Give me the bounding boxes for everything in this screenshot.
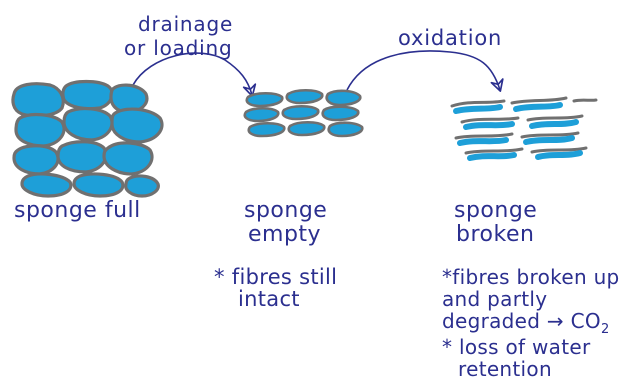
water-fragment — [460, 140, 506, 143]
co2-subscript: 2 — [601, 322, 610, 337]
sponge-empty-caption-line1: sponge — [244, 200, 327, 222]
sponge-cell — [112, 109, 162, 142]
sponge-cell — [14, 146, 58, 174]
sponge-cell — [16, 115, 64, 146]
sponge-broken-note-line3: degraded → CO2 — [442, 310, 620, 336]
water-fragment — [466, 124, 512, 127]
sponge-empty-note-line2: intact — [214, 288, 337, 310]
fibre-fragment — [574, 100, 596, 101]
sponge-cell — [58, 142, 106, 172]
oxidation-arrow — [347, 51, 500, 90]
sponge-broken-note-line2: and partly — [442, 288, 620, 310]
sponge-broken-note-line1: *fibres broken up — [442, 266, 620, 288]
drainage-label-line2: or loading — [124, 38, 233, 58]
sponge-broken-note: *fibres broken up and partly degraded → … — [442, 266, 620, 380]
sponge-broken-caption-line2: broken — [456, 224, 534, 246]
sponge-cell — [245, 108, 279, 121]
sponge-cell — [74, 174, 123, 196]
water-fragment — [470, 155, 514, 158]
sponge-empty-note: * fibres still intact — [214, 266, 337, 310]
fibre-fragment — [512, 98, 566, 103]
sponge-broken-caption-line1: sponge — [454, 200, 537, 222]
water-fragment — [538, 153, 580, 157]
sponge-cell — [63, 82, 112, 109]
oxidation-label: oxidation — [398, 28, 502, 49]
sponge-cell — [249, 123, 285, 136]
sponge-empty-caption-line2: empty — [248, 224, 321, 246]
sponge-empty — [245, 90, 363, 136]
sponge-cell — [104, 143, 152, 174]
water-fragment — [456, 107, 500, 111]
water-fragment — [516, 105, 560, 109]
sponge-broken-note-line4: * loss of water — [442, 336, 620, 358]
drainage-label-line1: drainage — [138, 14, 233, 34]
sponge-cell — [64, 109, 112, 140]
sponge-cell — [287, 90, 323, 103]
sponge-cell — [247, 93, 283, 106]
sponge-cell — [323, 107, 359, 120]
sponge-empty-note-line1: * fibres still — [214, 266, 337, 288]
sponge-cell — [327, 91, 361, 105]
sponge-cell — [329, 123, 363, 136]
fibre-fragment — [528, 116, 582, 120]
sponge-cell — [13, 84, 63, 116]
sponge-full — [13, 82, 162, 197]
sponge-full-caption: sponge full — [14, 200, 141, 222]
degraded-text: degraded → CO — [442, 309, 601, 333]
sponge-cell — [22, 174, 71, 196]
sponge-cell — [289, 122, 325, 135]
water-fragment — [532, 122, 576, 126]
sponge-broken — [452, 98, 596, 158]
sponge-cell — [283, 106, 319, 119]
water-fragment — [526, 138, 572, 142]
sponge-broken-note-line5: retention — [442, 358, 620, 380]
sponge-cell — [126, 176, 159, 196]
